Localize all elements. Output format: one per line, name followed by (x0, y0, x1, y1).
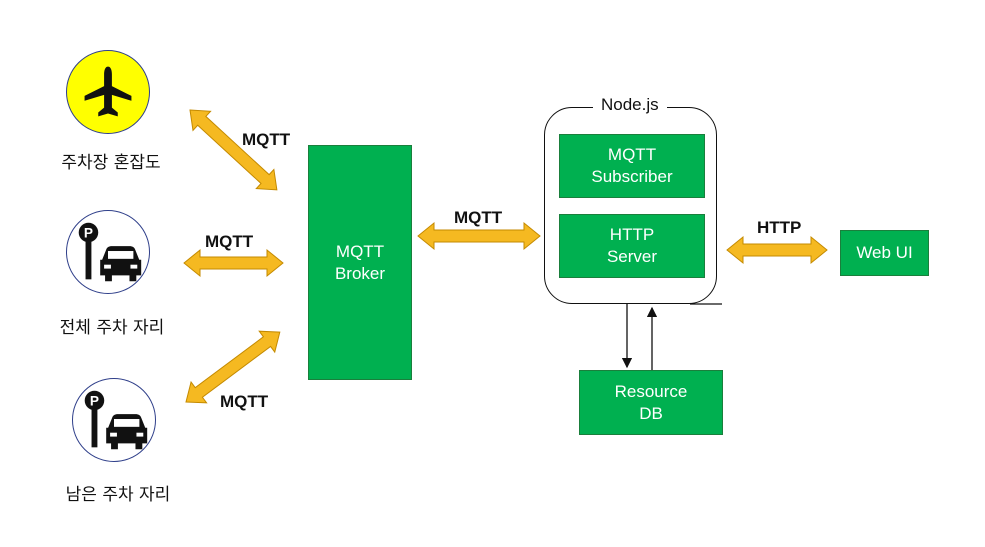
broker-line2: Broker (334, 263, 386, 283)
nodejs-title: Node.js (593, 95, 667, 115)
http-server-box: HTTP Server (559, 214, 705, 278)
airplane-icon (66, 50, 150, 134)
arrow-broker-node (417, 221, 541, 251)
parking-car-icon: P (66, 210, 150, 294)
protocol-label-mqtt-bottom: MQTT (220, 392, 269, 411)
arrow-node-webui (726, 235, 828, 265)
webui-label: Web UI (856, 243, 913, 262)
resource-db-box: Resource DB (579, 370, 723, 435)
arrow-total-broker (183, 248, 284, 278)
db-line2: DB (639, 403, 663, 423)
server-line2: Server (606, 247, 658, 266)
protocol-label-mqtt-middle: MQTT (205, 232, 254, 251)
subscriber-line1: MQTT (607, 145, 657, 164)
web-ui-box: Web UI (840, 230, 929, 276)
protocol-label-http: HTTP (757, 218, 802, 237)
subscriber-line2: Subscriber (591, 167, 673, 186)
device-label-congestion: 주차장 혼잡도 (61, 153, 161, 173)
mqtt-broker-box: MQTT Broker (308, 145, 412, 380)
arrow-remaining-broker (185, 330, 281, 404)
broker-line1: MQTT (335, 241, 385, 261)
protocol-label-mqtt-top: MQTT (242, 130, 291, 149)
db-line1: Resource (614, 381, 688, 401)
parking-car-icon: P (72, 378, 156, 462)
svg-text:P: P (90, 393, 99, 408)
protocol-label-mqtt-broker-node: MQTT (454, 208, 503, 227)
arrow-congestion-broker (189, 109, 278, 191)
device-label-remaining: 남은 주차 자리 (65, 485, 171, 505)
mqtt-subscriber-box: MQTT Subscriber (559, 134, 705, 198)
svg-text:P: P (84, 225, 93, 240)
server-line1: HTTP (609, 225, 655, 244)
device-label-total: 전체 주차 자리 (59, 318, 165, 338)
